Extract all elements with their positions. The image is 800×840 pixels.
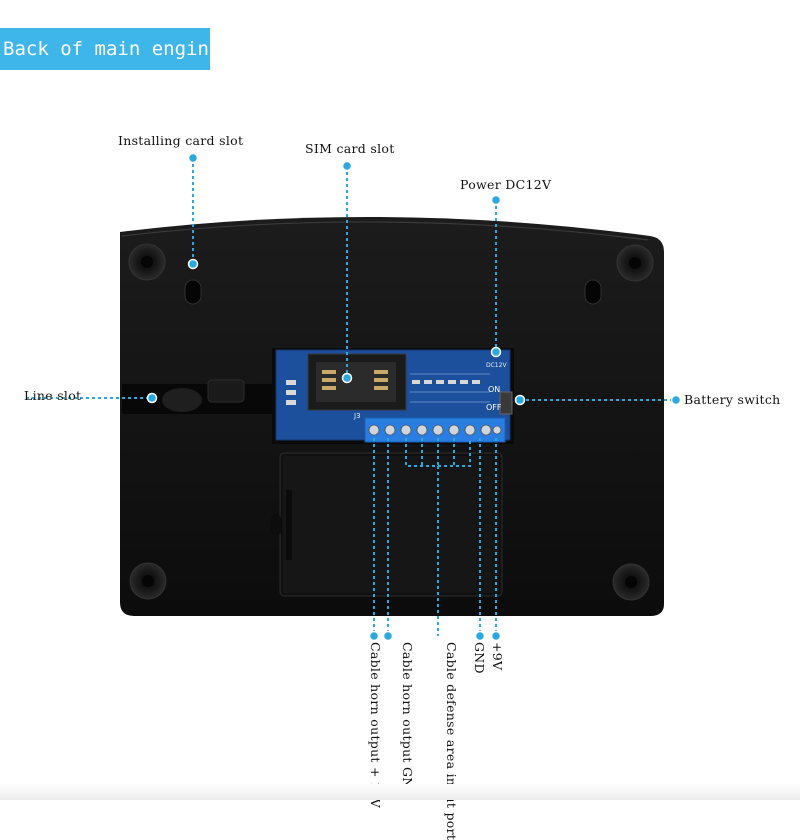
bottom-strip: [0, 784, 800, 800]
board-dc-label: DC12V: [486, 362, 507, 369]
callout-dot: [341, 372, 353, 384]
label-gnd: GND: [472, 642, 487, 674]
label-cable-horn-output-12v: Cable horn output + 12V: [368, 642, 383, 808]
callout-dot: [187, 258, 199, 270]
label-power: Power DC12V: [460, 177, 552, 192]
board-on-label: ON: [488, 385, 500, 394]
installing-card-slot-hole: [184, 279, 202, 305]
board-connector-label: J3: [353, 412, 361, 420]
callout-dot: [490, 194, 502, 206]
label-plus-9v: +9V: [490, 642, 505, 671]
battery-compartment: [270, 452, 503, 597]
callout-dot: [670, 394, 682, 406]
callout-dot: [382, 630, 394, 642]
label-battery-switch: Battery switch: [684, 392, 781, 407]
callout-dot: [514, 394, 526, 406]
label-installing-card-slot: Installing card slot: [118, 133, 244, 148]
label-cable-defense-area-input-port: Cable defense area input port: [444, 642, 459, 840]
title-banner: Back of main engine: [0, 28, 220, 70]
callout-dot: [490, 346, 502, 358]
label-line-slot: Line slot: [24, 388, 82, 403]
callout-dot: [187, 152, 199, 164]
battery-switch: [499, 391, 513, 415]
callout-dot: [490, 630, 502, 642]
device-back-illustration: DC12V ON OFF J3: [26, 152, 682, 642]
mounting-slot-hole: [584, 279, 602, 305]
callout-dot: [368, 630, 380, 642]
page-title: Back of main engine: [3, 38, 221, 60]
callout-dot: [341, 160, 353, 172]
callout-dot: [146, 392, 158, 404]
board-off-label: OFF: [486, 403, 502, 412]
terminal-block: [364, 417, 506, 443]
label-sim-card-slot: SIM card slot: [305, 141, 395, 156]
callout-dot: [474, 630, 486, 642]
label-cable-horn-output-gnd: Cable horn output GND: [400, 642, 415, 799]
